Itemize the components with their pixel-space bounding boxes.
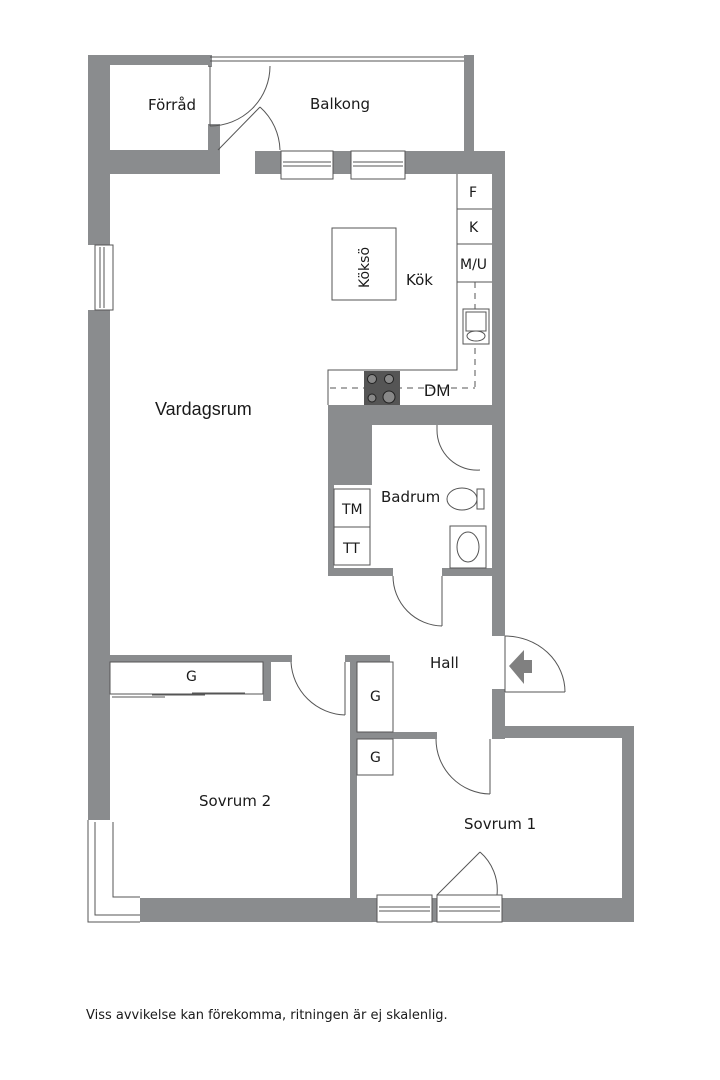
kitchen-island-label: Köksö: [357, 247, 373, 288]
wardrobe-label-hall-1: G: [370, 689, 381, 705]
stove-icon: [364, 371, 400, 405]
room-label-badrum: Badrum: [381, 488, 440, 506]
room-label-sovrum2: Sovrum 2: [199, 792, 271, 810]
room-label-vardagsrum: Vardagsrum: [155, 399, 252, 419]
room-label-balkong: Balkong: [310, 95, 370, 113]
fridge-label: F: [469, 185, 477, 201]
freezer-label: K: [469, 220, 479, 236]
entrance-arrow-icon: [509, 650, 532, 684]
dishwasher-label: DM: [424, 381, 450, 400]
dryer-label: TM: [341, 502, 363, 518]
disclaimer-text: Viss avvikelse kan förekomma, ritningen …: [86, 1008, 448, 1023]
wardrobe-label-sovrum2: G: [186, 669, 197, 685]
room-label-hall: Hall: [430, 654, 459, 672]
wardrobe-label-hall-2: G: [370, 750, 381, 766]
room-label-kok: Kök: [406, 271, 433, 289]
room-label-forrad: Förråd: [148, 96, 196, 114]
room-label-sovrum1: Sovrum 1: [464, 815, 536, 833]
microwave-oven-label: M/U: [460, 257, 487, 273]
tumble-dryer-label: TT: [342, 541, 360, 557]
walls: [88, 55, 634, 922]
